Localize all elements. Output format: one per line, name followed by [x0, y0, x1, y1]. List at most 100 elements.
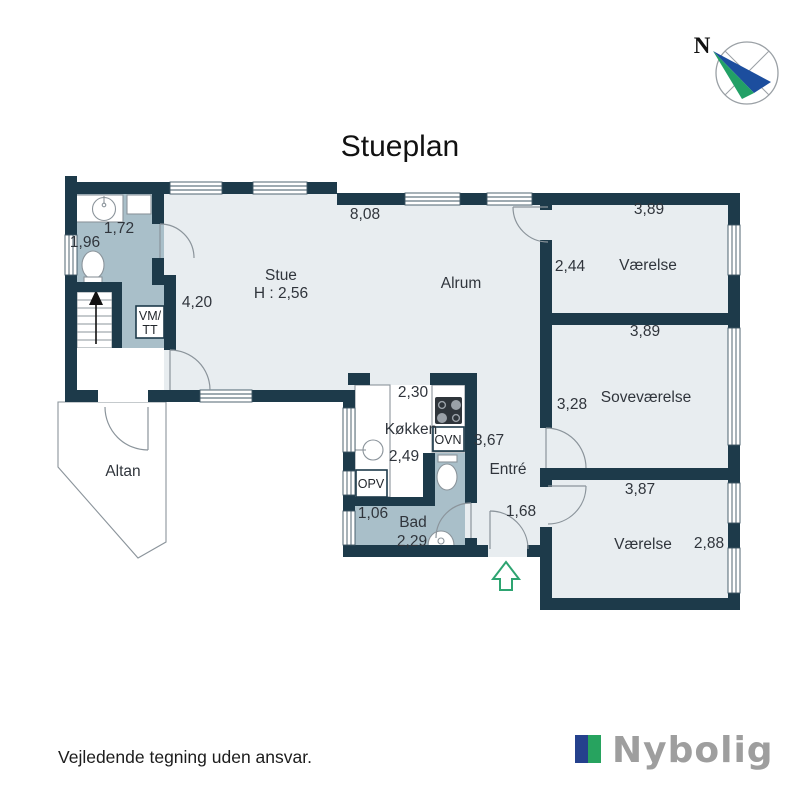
- wall-bath-stairs: [65, 282, 122, 292]
- appliance-label-dryer: TT: [142, 323, 158, 337]
- compass: N: [694, 33, 779, 105]
- wall-hall-stue: [164, 278, 176, 350]
- room-label-vaerelse-top: Værelse: [619, 257, 677, 274]
- door-sovevaerelse: [545, 427, 587, 469]
- dim-bath-width: 1,72: [104, 220, 134, 237]
- appliance-label-dishwasher: OPV: [358, 477, 385, 491]
- room-label-bad: Bad: [399, 514, 427, 531]
- washbasin-drain-icon: [101, 202, 107, 208]
- logo-square-blue-icon: [575, 735, 588, 763]
- window: [727, 547, 741, 594]
- dim-bath-height: 1,96: [70, 234, 100, 251]
- wall-stairs-hall: [112, 283, 122, 348]
- door-alrum-vaerelse: [512, 206, 549, 243]
- dim-stue-left: 4,20: [182, 294, 213, 311]
- disclaimer-text: Vejledende tegning uden ansvar.: [58, 747, 312, 767]
- burner-icon: [437, 413, 447, 423]
- window: [342, 407, 356, 453]
- brand-name: Nybolig: [612, 730, 774, 771]
- staircase-steps: [77, 290, 112, 344]
- burner-icon: [451, 413, 461, 423]
- window: [342, 510, 356, 546]
- compass-needle-blue-icon: [713, 51, 771, 93]
- wall-exterior-top-right: [337, 193, 740, 205]
- brand-logo: Nybolig: [575, 730, 774, 771]
- wall-rooms-left: [540, 240, 552, 325]
- wall-toilet-nook: [423, 453, 435, 506]
- door-bathroom-stue: [159, 223, 195, 259]
- toilet-bowl-icon: [81, 250, 105, 280]
- window: [404, 192, 461, 206]
- dishwasher-box: [355, 469, 388, 498]
- wall-bad-jamb: [465, 538, 477, 550]
- window: [64, 234, 78, 276]
- bath-cabinet: [126, 194, 152, 215]
- window: [727, 224, 741, 276]
- dim-bad-left: 1,06: [358, 505, 388, 522]
- compass-north-label: N: [694, 33, 711, 58]
- compass-circle-icon: [715, 41, 779, 105]
- dim-bad-width: 2,29: [397, 533, 427, 550]
- window: [169, 181, 223, 195]
- room-height-stue: H : 2,56: [254, 285, 308, 302]
- door-landing-stue: [169, 349, 211, 391]
- dim-sovevaerelse-height: 3,28: [557, 396, 587, 413]
- wall-exterior-bottom-right: [540, 598, 740, 610]
- room-label-sovevaerelse: Soveværelse: [601, 389, 691, 406]
- toilet-bowl-icon: [436, 463, 458, 491]
- wall-bath-stue: [152, 194, 164, 224]
- windows: [64, 181, 741, 594]
- room-label-entre: Entré: [489, 461, 526, 478]
- dim-kokken-top: 2,30: [398, 384, 429, 401]
- page-title: Stueplan: [341, 130, 459, 163]
- burner-icon: [451, 400, 461, 410]
- door-altan: [104, 406, 149, 451]
- dim-alrum-top: 8,08: [350, 206, 380, 223]
- wall-rooms-left: [540, 325, 552, 428]
- burner-icon: [437, 400, 447, 410]
- entrance-arrow-icon: [490, 560, 522, 591]
- room-label-vaerelse-bottom: Værelse: [614, 536, 672, 553]
- wall-exterior-bottom: [343, 545, 488, 557]
- labels: Stue H : 2,56 Alrum Køkken Entré Bad Vær…: [70, 201, 724, 553]
- oven-box: [432, 426, 465, 452]
- room-altan-floor: [57, 401, 167, 559]
- wall-vaerelse-sovevaerelse: [540, 313, 740, 325]
- room-label-altan: Altan: [105, 463, 140, 480]
- dim-vaerelse-top-height: 2,44: [555, 258, 586, 275]
- appliance-label-oven: OVN: [434, 433, 461, 447]
- window: [486, 192, 533, 206]
- wall-sovevaerelse-vaerelse: [540, 468, 740, 480]
- dim-sovevaerelse-width: 3,89: [630, 323, 660, 340]
- dim-entre-height: 3,67: [474, 432, 504, 449]
- wall-kitchen-entre: [465, 373, 477, 503]
- wall-kitchen-bad: [355, 497, 435, 506]
- appliance-label-washer: VM/: [139, 309, 162, 323]
- dim-vaerelse-bottom-height: 2,88: [694, 535, 724, 552]
- dim-entre-width: 1,68: [506, 503, 536, 520]
- door-entrance: [489, 510, 529, 550]
- dim-vaerelse-top-width: 3,89: [634, 201, 664, 218]
- room-label-stue: Stue: [265, 267, 297, 284]
- logo-square-green-icon: [588, 735, 601, 763]
- wall-kitchen-top: [348, 373, 370, 385]
- bad-tap-icon: [437, 537, 445, 545]
- window: [252, 181, 308, 195]
- doors: [104, 206, 587, 550]
- toilet-cistern-icon: [437, 454, 458, 463]
- stair-arrow-head-icon: [89, 290, 103, 305]
- dim-vaerelse-bottom-width: 3,87: [625, 481, 655, 498]
- fixtures: [73, 194, 466, 554]
- dim-kokken-inner: 2,49: [389, 448, 419, 465]
- wall-rooms-left: [540, 527, 552, 598]
- window: [342, 470, 356, 496]
- door-vaerelse-bottom: [547, 485, 587, 525]
- room-label-alrum: Alrum: [441, 275, 481, 292]
- window: [727, 327, 741, 446]
- door-bad: [435, 502, 472, 539]
- wall-stue-bottom: [65, 390, 98, 402]
- window: [727, 482, 741, 524]
- room-label-kokken: Køkken: [385, 421, 438, 438]
